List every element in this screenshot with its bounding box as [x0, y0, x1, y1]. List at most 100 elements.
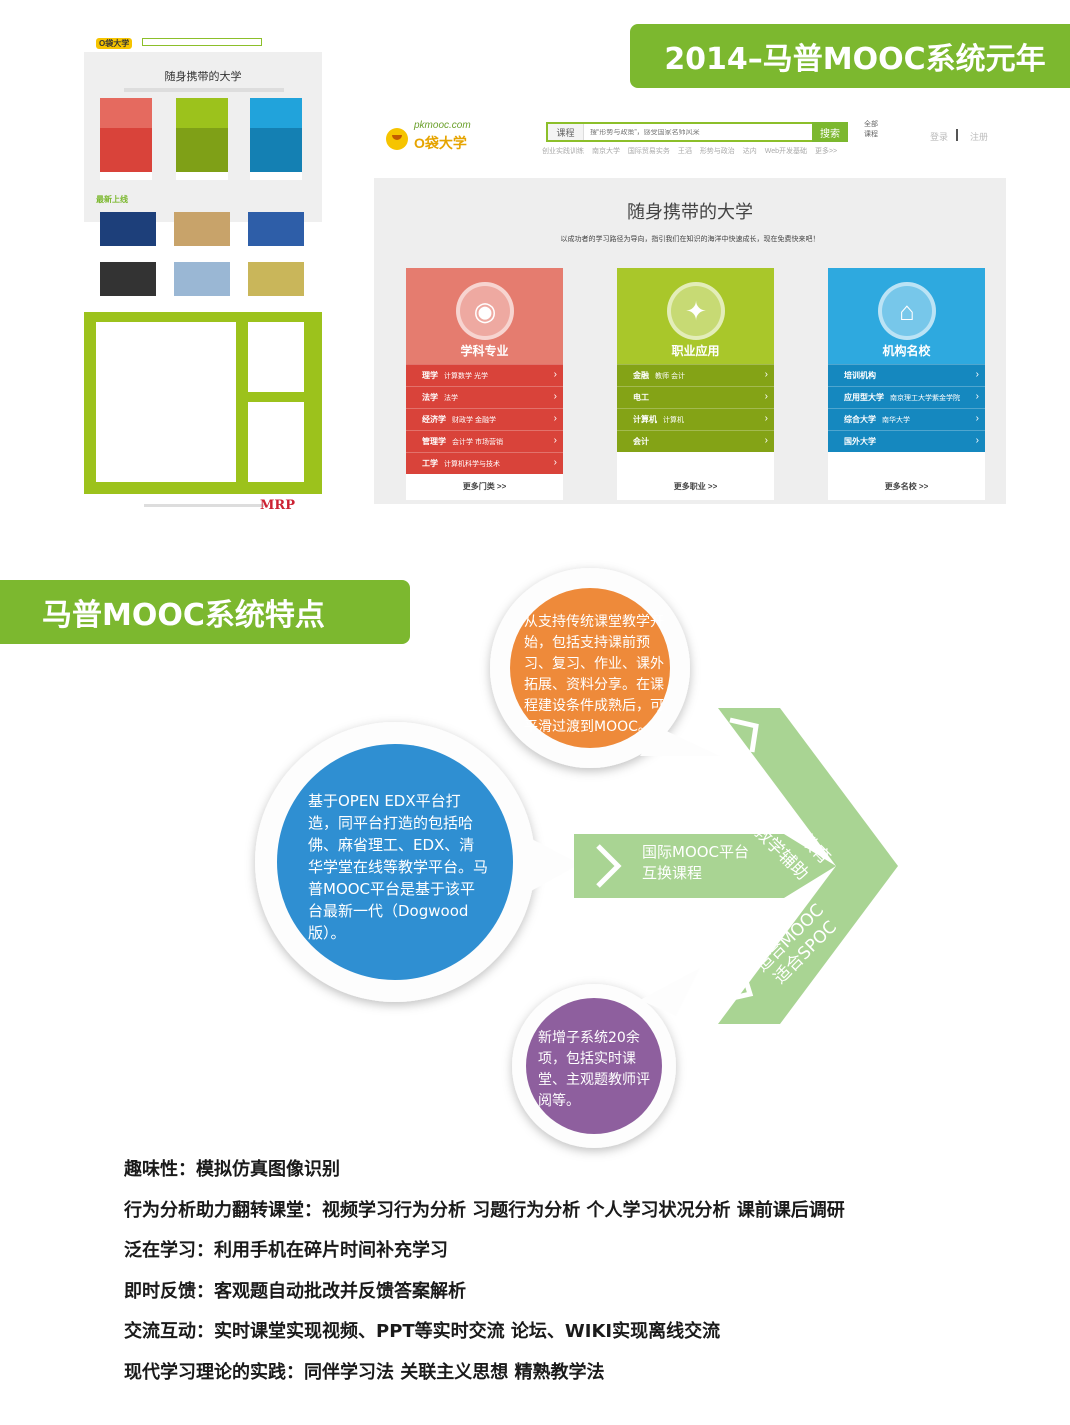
thumb-course-image — [248, 212, 304, 246]
thumb-course-image — [248, 262, 304, 296]
chevron-right-icon: › — [764, 413, 768, 424]
category-card-schools: ⌂ 机构名校 培训机构› 应用型大学南京理工大学紫金学院› 综合大学南华大学› … — [828, 268, 985, 500]
hero-subtitle: 以成功者的学习路径为导向，指引我们在知识的海洋中快速成长，现在免费快来吧！ — [560, 236, 820, 243]
card-row[interactable]: 经济学财政学 金融学› — [406, 408, 563, 430]
book-icon: ◉ — [456, 282, 514, 340]
category-card-subjects: ◉ 学科专业 理学计算数学 光学› 法学法学› 经济学财政学 金融学› 管理学会… — [406, 268, 563, 500]
thumb-feed-panel — [96, 322, 236, 482]
chevron-right-icon — [596, 844, 622, 888]
search-category-select[interactable]: 课程 — [548, 124, 584, 140]
thumb-course-image — [100, 262, 156, 296]
feature-item: 现代学习理论的实践：同伴学习法 关联主义思想 精熟教学法 — [124, 1361, 605, 1383]
thumb-logo: O袋大学 — [96, 38, 133, 49]
thumb-hero: 随身携带的大学 — [84, 52, 322, 222]
hot-link[interactable]: 形势与政治 — [699, 148, 735, 155]
card-row[interactable]: 计算机计算机› — [617, 408, 774, 430]
card-row[interactable]: 管理学会计学 市场营销› — [406, 430, 563, 452]
more-link[interactable]: 更多名校 >> — [884, 482, 929, 491]
card-row[interactable]: 金融教师 会计› — [617, 364, 774, 386]
hot-link[interactable]: 王滔 — [677, 148, 692, 155]
thumb-footer-logo: MRP — [260, 498, 295, 513]
runner-icon: ✦ — [667, 282, 725, 340]
features-banner: 马普MOOC系统特点 — [0, 580, 410, 644]
thumb-new-label: 最新上线 — [96, 195, 128, 204]
card-row[interactable]: 培训机构› — [828, 364, 985, 386]
card-row[interactable]: 会计› — [617, 430, 774, 452]
hot-link[interactable]: 创业实践训练 — [542, 148, 584, 155]
year-banner-text: 2014–马普MOOC系统元年 — [664, 42, 1046, 77]
chevron-right-icon: › — [553, 457, 557, 468]
thumb-search — [142, 38, 262, 46]
site-hero: 随身携带的大学 以成功者的学习路径为导向，指引我们在知识的海洋中快速成长，现在免… — [374, 178, 1006, 504]
hero-title: 随身携带的大学 — [627, 202, 753, 223]
feature-list: 趣味性：模拟仿真图像识别 行为分析助力翻转课堂：视频学习行为分析 习题行为分析 … — [124, 1155, 1024, 1399]
hot-link[interactable]: 南京大学 — [591, 148, 620, 155]
hot-link[interactable]: Web开发基础 — [764, 148, 807, 155]
thumb-course-image — [100, 212, 156, 246]
year-banner: 2014–马普MOOC系统元年 — [630, 24, 1070, 88]
category-card-careers: ✦ 职业应用 金融教师 会计› 电工› 计算机计算机› 会计› 更多职业 >> — [617, 268, 774, 500]
more-link[interactable]: 更多门类 >> — [462, 482, 507, 491]
feature-item: 趣味性：模拟仿真图像识别 — [124, 1159, 340, 1180]
chevron-right-icon: › — [975, 435, 979, 446]
card-row[interactable]: 综合大学南华大学› — [828, 408, 985, 430]
home-icon: ⌂ — [878, 282, 936, 340]
site-thumbnail: O袋大学 随身携带的大学 最新上线 MRP — [84, 30, 322, 520]
chevron-right-icon: › — [764, 435, 768, 446]
hot-link-more[interactable]: 更多>> — [814, 148, 838, 155]
hot-link[interactable]: 国际贸易实务 — [627, 148, 670, 155]
center-arrow-text: 国际MOOC平台互换课程 — [642, 843, 750, 882]
chevron-right-icon: › — [764, 369, 768, 380]
chevron-up-right-icon — [723, 967, 754, 1003]
feature-item: 泛在学习：利用手机在碎片时间补充学习 — [124, 1240, 448, 1262]
chevron-right-icon: › — [975, 369, 979, 380]
card-row[interactable]: 电工› — [617, 386, 774, 408]
hot-search-links: 创业实践训练 南京大学 国际贸易实务 王滔 形势与政治 达内 Web开发基础 更… — [542, 146, 843, 156]
chevron-right-icon: › — [764, 391, 768, 402]
more-link[interactable]: 更多职业 >> — [673, 482, 718, 491]
card-row[interactable]: 理学计算数学 光学› — [406, 364, 563, 386]
search-button[interactable]: 搜索 — [812, 122, 848, 142]
divider — [956, 129, 958, 141]
thumb-card-3 — [250, 98, 302, 180]
chevron-right-icon: › — [975, 391, 979, 402]
blue-bubble-text: 基于OPEN EDX平台打造，同平台打造的包括哈佛、麻省理工、EDX、清华学堂在… — [308, 792, 489, 942]
orange-bubble-text: 从支持传统课堂教学开始，包括支持课前预习、复习、作业、课外拓展、资料分享。在课程… — [524, 614, 664, 735]
thumb-subtitle — [124, 88, 284, 92]
feature-item: 行为分析助力翻转课堂：视频学习行为分析 习题行为分析 个人学习状况分析 课前课后… — [124, 1199, 845, 1221]
purple-bubble-text: 新增子系统20余项，包括实时课堂、主观题教师评阅等。 — [538, 1030, 650, 1109]
card-title: 机构名校 — [882, 344, 931, 358]
features-banner-text: 马普MOOC系统特点 — [42, 598, 325, 633]
all-courses-link[interactable]: 全部课程 — [864, 121, 878, 138]
card-row[interactable]: 工学计算机科学与技术› — [406, 452, 563, 474]
chevron-right-icon: › — [553, 391, 557, 402]
card-row[interactable]: 应用型大学南京理工大学紫金学院› — [828, 386, 985, 408]
thumb-card-1 — [100, 98, 152, 180]
thumb-footer-links — [144, 504, 264, 507]
feature-item: 交流互动：实时课堂实现视频、PPT等实时交流 论坛、WIKI实现离线交流 — [124, 1321, 721, 1343]
register-link[interactable]: 注册 — [970, 132, 989, 142]
card-row[interactable]: 国外大学› — [828, 430, 985, 452]
site-logo[interactable]: pkmooc.com O袋大学 — [386, 120, 494, 154]
search-bar: 课程 — [546, 122, 846, 142]
chevron-right-icon: › — [553, 369, 557, 380]
hot-link[interactable]: 达内 — [742, 148, 757, 155]
feature-item: 即时反馈：客观题自动批改并反馈答案解析 — [124, 1280, 466, 1302]
thumb-card-2 — [176, 98, 228, 180]
logo-name: O袋大学 — [414, 135, 467, 151]
logo-url: pkmooc.com — [414, 120, 471, 131]
chevron-right-icon: › — [975, 413, 979, 424]
search-input[interactable] — [584, 128, 844, 136]
thumb-course-image — [174, 262, 230, 296]
site-header: pkmooc.com O袋大学 课程 搜索 全部课程 登录 注册 创业实践训练 … — [374, 112, 1006, 178]
card-title: 学科专业 — [460, 344, 509, 358]
card-row[interactable]: 法学法学› — [406, 386, 563, 408]
login-link[interactable]: 登录 — [930, 132, 949, 142]
mascot-icon — [386, 128, 408, 150]
site-screenshot: pkmooc.com O袋大学 课程 搜索 全部课程 登录 注册 创业实践训练 … — [374, 112, 1006, 504]
thumb-community-section — [84, 312, 322, 494]
thumb-course-image — [174, 212, 230, 246]
chevron-right-icon: › — [553, 435, 557, 446]
thumb-title: 随身携带的大学 — [164, 71, 242, 83]
chevron-down-right-icon — [729, 717, 759, 753]
